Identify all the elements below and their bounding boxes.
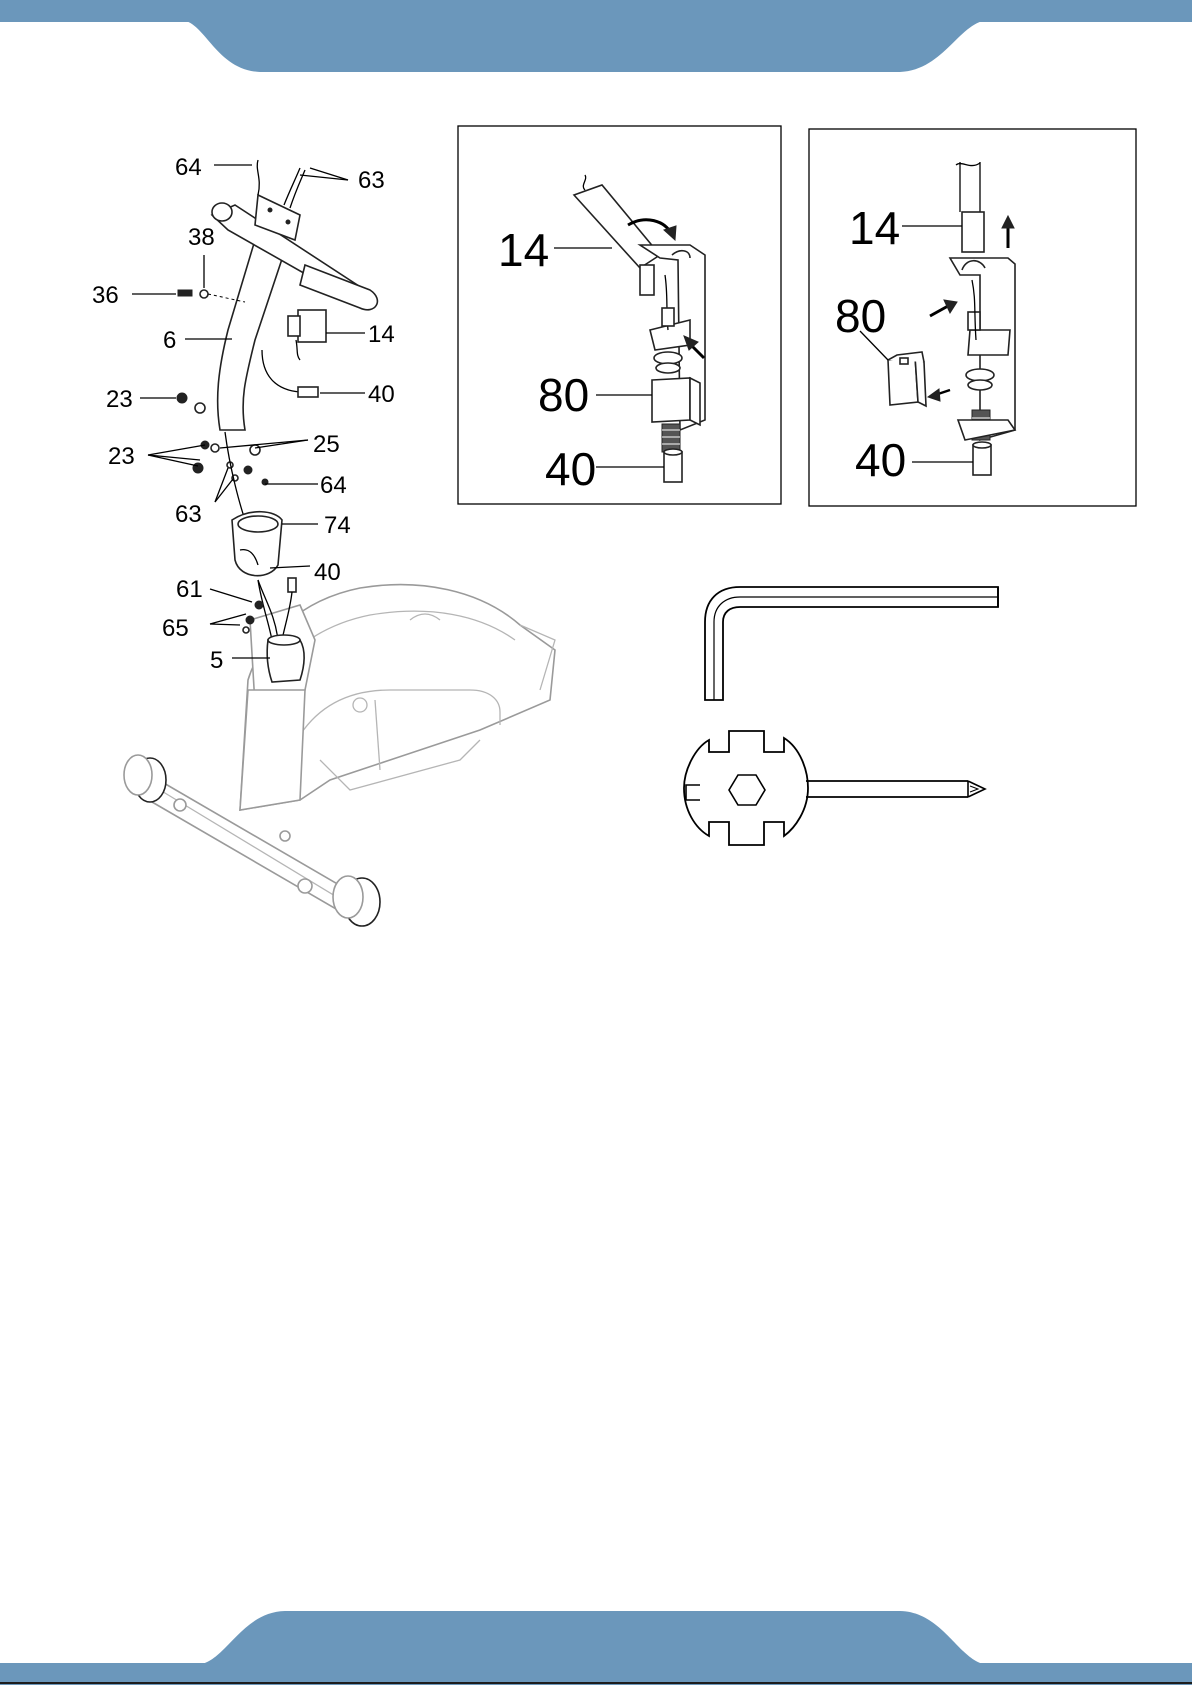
callout-label: 5 (210, 647, 223, 674)
callout-label: 65 (162, 615, 189, 642)
callout-label-large: 80 (835, 290, 886, 342)
detail-panel-1: 14 80 40 (458, 126, 781, 504)
multi-wrench-icon (684, 731, 985, 845)
header-band (0, 0, 1192, 72)
callout-label-large: 40 (545, 443, 596, 495)
callout-label-large: 14 (498, 224, 549, 276)
callout-label: 63 (358, 167, 385, 194)
callout-label: 36 (92, 282, 119, 309)
callout-label-large: 14 (849, 202, 900, 254)
footer-band (0, 1611, 1192, 1685)
callout-label: 25 (313, 431, 340, 458)
callout-label-large: 40 (855, 434, 906, 486)
callout-label: 40 (314, 559, 341, 586)
allen-key-icon (705, 587, 998, 700)
callout-label: 23 (108, 443, 135, 470)
callout-label: 64 (320, 472, 347, 499)
callout-label: 38 (188, 224, 215, 251)
callout-label: 61 (176, 576, 203, 603)
detail-panel-2: 14 80 40 (809, 129, 1136, 506)
callout-label: 6 (163, 327, 176, 354)
callout-label: 74 (324, 512, 351, 539)
callout-label: 23 (106, 386, 133, 413)
callout-label: 14 (368, 321, 395, 348)
callout-label: 40 (368, 381, 395, 408)
callout-label: 64 (175, 154, 202, 181)
callout-label-large: 80 (538, 369, 589, 421)
callout-label: 63 (175, 501, 202, 528)
